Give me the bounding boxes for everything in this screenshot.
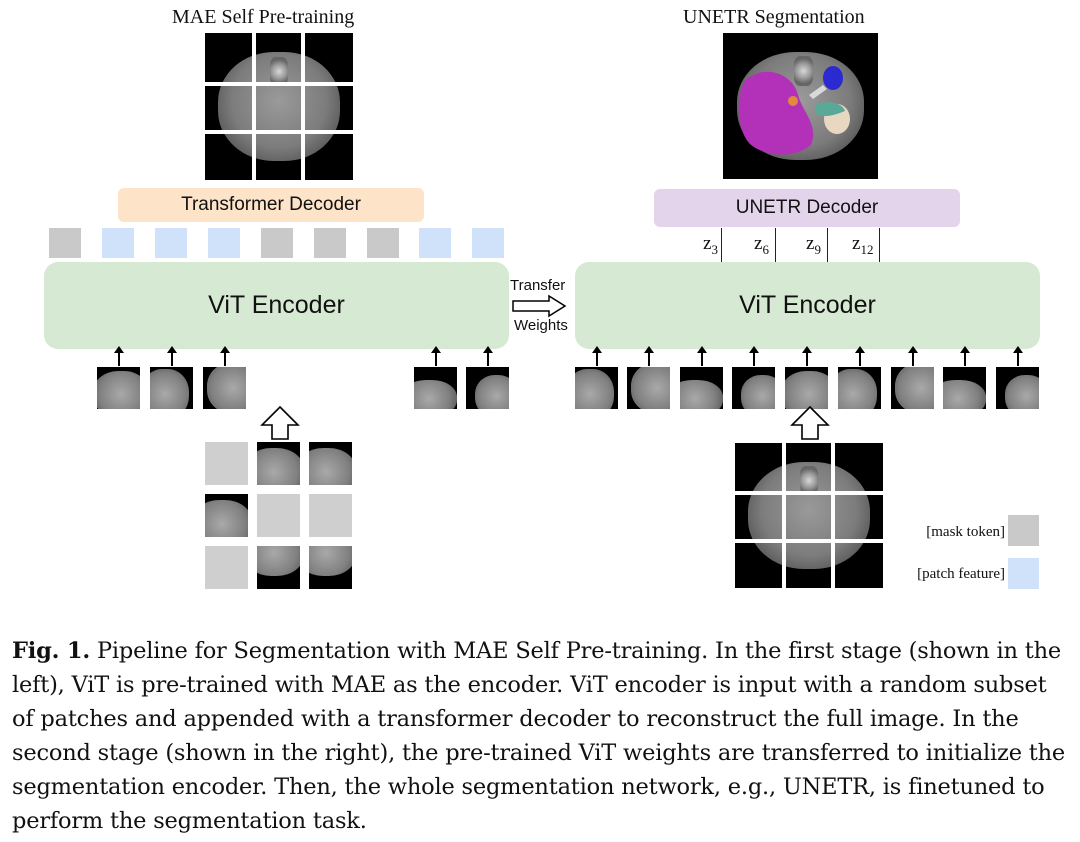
up-arrow-icon: [1013, 346, 1023, 366]
visible-patch: [257, 546, 300, 589]
masked-patch: [205, 546, 248, 589]
mask-token: [49, 228, 81, 258]
weights-label: Weights: [514, 317, 568, 334]
up-arrow-icon: [592, 346, 602, 366]
skip-connection-label: z9: [806, 233, 821, 257]
legend-mask-token-swatch: [1008, 515, 1039, 546]
up-arrow-icon: [960, 346, 970, 366]
mask-token: [261, 228, 293, 258]
mask-token: [367, 228, 399, 258]
up-arrow-icon: [114, 346, 124, 366]
image-patch: [627, 367, 670, 409]
image-patch: [466, 367, 509, 409]
up-arrow-icon: [644, 346, 654, 366]
caption-text: Pipeline for Segmentation with MAE Self …: [12, 638, 1066, 834]
unetr-stage-title: UNETR Segmentation: [683, 6, 865, 28]
caption-label: Fig. 1.: [12, 638, 91, 664]
transfer-label: Transfer: [510, 277, 566, 294]
image-patch: [943, 367, 986, 409]
hollow-up-arrow-icon: [260, 405, 300, 440]
unetr-decoder-block: UNETR Decoder: [654, 189, 960, 227]
up-arrow-icon: [855, 346, 865, 366]
figure-caption: Fig. 1. Pipeline for Segmentation with M…: [12, 634, 1072, 838]
legend-patch-feature-swatch: [1008, 558, 1039, 589]
image-patch: [150, 367, 193, 409]
mae-stage-title: MAE Self Pre-training: [172, 6, 355, 28]
up-arrow-icon: [431, 346, 441, 366]
hollow-up-arrow-icon: [790, 405, 830, 440]
image-patch: [996, 367, 1039, 409]
skip-connection-line: [879, 228, 880, 262]
masked-patch: [257, 494, 300, 537]
patch-feature-token: [102, 228, 134, 258]
patch-feature-token: [208, 228, 240, 258]
right-vit-encoder: ViT Encoder: [575, 262, 1040, 349]
transfer-arrow-icon: [512, 294, 567, 318]
full-input-ct-image: [735, 443, 883, 588]
image-patch: [732, 367, 775, 409]
visible-patch: [205, 494, 248, 537]
skip-connection-label: z12: [852, 233, 874, 257]
visible-patch: [309, 442, 352, 485]
transformer-decoder-block: Transformer Decoder: [118, 188, 424, 222]
image-patch: [785, 367, 828, 409]
up-arrow-icon: [167, 346, 177, 366]
image-patch: [891, 367, 934, 409]
skip-connection-line: [827, 228, 828, 262]
masked-patch: [205, 442, 248, 485]
visible-patch: [309, 546, 352, 589]
up-arrow-icon: [483, 346, 493, 366]
up-arrow-icon: [908, 346, 918, 366]
reconstructed-ct-image: [205, 33, 353, 180]
visible-patch: [257, 442, 300, 485]
legend-patch-feature-label: [patch feature]: [917, 566, 1005, 582]
image-patch: [97, 367, 140, 409]
image-patch: [838, 367, 881, 409]
masked-patch: [309, 494, 352, 537]
skip-connection-line: [775, 228, 776, 262]
up-arrow-icon: [802, 346, 812, 366]
legend-mask-token-label: [mask token]: [926, 524, 1005, 540]
patch-feature-token: [155, 228, 187, 258]
up-arrow-icon: [749, 346, 759, 366]
image-patch: [203, 367, 246, 409]
up-arrow-icon: [697, 346, 707, 366]
patch-feature-token: [419, 228, 451, 258]
patch-feature-token: [472, 228, 504, 258]
left-vit-encoder: ViT Encoder: [44, 262, 509, 349]
skip-connection-line: [721, 228, 722, 262]
skip-connection-label: z6: [754, 233, 769, 257]
up-arrow-icon: [220, 346, 230, 366]
mask-token: [314, 228, 346, 258]
image-patch: [414, 367, 457, 409]
image-patch: [680, 367, 723, 409]
image-patch: [575, 367, 618, 409]
segmentation-mask-overlay: [738, 66, 850, 155]
skip-connection-label: z3: [703, 233, 718, 257]
segmentation-output-image: [723, 33, 878, 179]
